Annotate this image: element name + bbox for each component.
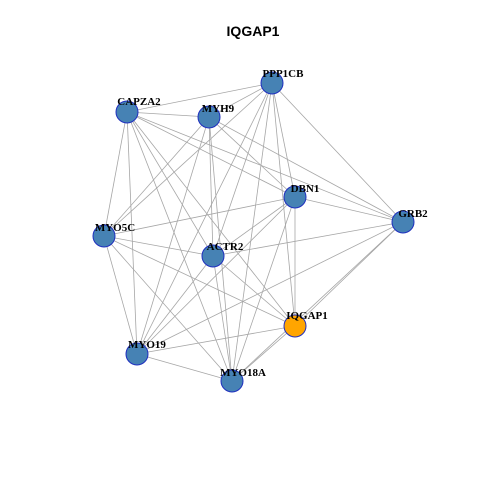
- edge-ppp1cb-myo18a: [231, 82, 273, 382]
- edge-actr2-myo18a: [212, 255, 233, 382]
- edge-dbn1-myo18a: [231, 196, 296, 382]
- edge-grb2-myo18a: [231, 221, 404, 382]
- node-label-grb2: GRB2: [398, 208, 428, 220]
- edge-capza2-actr2: [126, 111, 214, 257]
- edge-capza2-myo18a: [126, 111, 233, 382]
- node-dbn1[interactable]: [283, 185, 307, 209]
- edge-myo5c-myo18a: [103, 235, 233, 382]
- edge-layer: [103, 82, 404, 382]
- node-iqgap1[interactable]: [283, 314, 307, 338]
- node-label-myo18a: MYO18A: [220, 367, 266, 379]
- node-myo19[interactable]: [125, 342, 149, 366]
- node-ppp1cb[interactable]: [260, 71, 284, 95]
- edge-dbn1-myo5c: [103, 196, 296, 237]
- edge-grb2-iqgap1: [294, 221, 404, 327]
- edge-ppp1cb-dbn1: [271, 82, 296, 198]
- edge-myo19-myo18a: [136, 353, 233, 382]
- node-grb2[interactable]: [391, 210, 415, 234]
- edge-myh9-ppp1cb: [208, 82, 273, 118]
- edge-ppp1cb-grb2: [271, 82, 404, 223]
- edge-capza2-myh9: [126, 111, 210, 118]
- edge-capza2-myo19: [126, 111, 138, 355]
- node-label-myh9: MYH9: [202, 103, 235, 115]
- edge-myh9-dbn1: [208, 116, 296, 198]
- edge-dbn1-actr2: [212, 196, 296, 257]
- edge-capza2-myo5c: [103, 111, 128, 237]
- edge-myo5c-myo19: [103, 235, 138, 355]
- edge-myo5c-actr2: [103, 235, 214, 257]
- node-label-actr2: ACTR2: [207, 241, 244, 253]
- edge-capza2-ppp1cb: [126, 82, 273, 113]
- edge-myh9-grb2: [208, 116, 404, 223]
- edge-iqgap1-myo18a: [231, 325, 296, 382]
- diagram-title: IQGAP1: [227, 23, 280, 39]
- node-capza2[interactable]: [115, 100, 139, 124]
- node-actr2[interactable]: [201, 244, 225, 268]
- node-label-iqgap1: IQGAP1: [286, 310, 328, 322]
- edge-myh9-myo19: [136, 116, 210, 355]
- node-myo18a[interactable]: [220, 369, 244, 393]
- edge-ppp1cb-myo5c: [103, 82, 273, 237]
- node-label-myo19: MYO19: [128, 339, 166, 351]
- edge-dbn1-grb2: [294, 196, 404, 223]
- edge-myo5c-iqgap1: [103, 235, 296, 327]
- edge-grb2-myo19: [136, 221, 404, 355]
- edge-actr2-iqgap1: [212, 255, 296, 327]
- node-label-capza2: CAPZA2: [117, 96, 161, 108]
- edge-grb2-actr2: [212, 221, 404, 257]
- edge-capza2-iqgap1: [126, 111, 296, 327]
- node-label-ppp1cb: PPP1CB: [263, 68, 305, 80]
- edge-myh9-myo5c: [103, 116, 210, 237]
- edge-ppp1cb-actr2: [212, 82, 273, 257]
- node-myh9[interactable]: [197, 105, 221, 129]
- node-label-dbn1: DBN1: [291, 183, 320, 195]
- node-layer: [92, 71, 415, 393]
- node-label-myo5c: MYO5C: [95, 222, 135, 234]
- edge-capza2-dbn1: [126, 111, 296, 198]
- edge-ppp1cb-iqgap1: [271, 82, 296, 327]
- edge-iqgap1-myo19: [136, 325, 296, 355]
- edge-ppp1cb-myo19: [136, 82, 273, 355]
- node-myo5c[interactable]: [92, 224, 116, 248]
- edge-actr2-myo19: [136, 255, 214, 355]
- edge-capza2-grb2: [126, 111, 404, 223]
